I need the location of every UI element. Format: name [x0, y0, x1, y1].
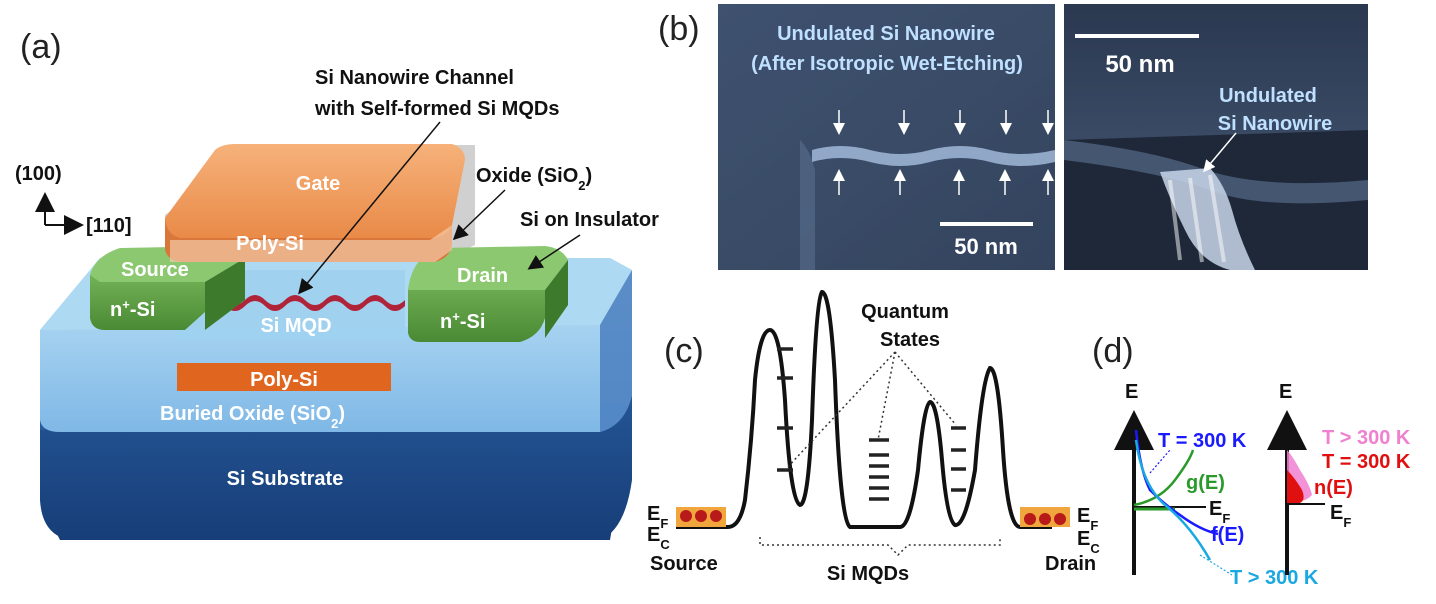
back-poly-label: Poly-Si — [250, 369, 318, 391]
panel-d-label: (d) — [1092, 332, 1134, 370]
electron — [1024, 513, 1036, 525]
callout-soi: Si on Insulator — [520, 209, 659, 231]
mqd-brace — [759, 537, 1001, 557]
ef-right-label: EF — [1077, 505, 1098, 533]
sem-caption-line2: (After Isotropic Wet-Etching) — [751, 53, 1023, 75]
source-label-c: Source — [650, 553, 718, 575]
source-block — [90, 246, 245, 330]
n-of-e-300k — [1287, 470, 1304, 503]
callout-channel-arrow — [298, 121, 441, 295]
d-left-e-label: E — [1125, 381, 1138, 403]
panel-a: (a) Poly-Si Buried Oxide (SiO2) Si Subst… — [15, 28, 659, 540]
drain-label: Drain — [457, 265, 508, 287]
d-left-ef-label: EF — [1209, 498, 1230, 526]
tgt300-bottom-label: T > 300 K — [1230, 567, 1319, 589]
panel-b-label: (b) — [658, 10, 700, 48]
panel-d: (d) E T = 300 K g(E) EF f(E) T > 300 K E… — [1092, 332, 1411, 589]
electron — [1054, 513, 1066, 525]
callout-channel-line1: Si Nanowire Channel — [315, 67, 514, 89]
back-poly-si — [177, 363, 391, 391]
g-of-e-curve — [1133, 449, 1195, 507]
callout-soi-arrow — [527, 234, 581, 270]
panel-c-label: (c) — [664, 332, 704, 370]
ef-left-label: EF — [647, 503, 668, 531]
callout-oxide-arrow — [452, 189, 506, 241]
d-right-ef-label: EF — [1330, 502, 1351, 530]
t300-left-label: T = 300 K — [1158, 430, 1247, 452]
tgt300-right-label: T > 300 K — [1322, 427, 1411, 449]
panel-a-label: (a) — [20, 28, 62, 66]
quantum-state-levels — [777, 347, 966, 501]
sem-image-tilted — [1064, 4, 1368, 270]
scalebar-left-label: 50 nm — [954, 234, 1018, 259]
callout-channel-line2: with Self-formed Si MQDs — [314, 98, 559, 120]
f-of-e-high-t — [1134, 439, 1212, 561]
quantum-label-line1: Quantum — [861, 301, 949, 323]
drain-label-c: Drain — [1045, 553, 1096, 575]
crystal-axes — [35, 192, 84, 235]
ec-right-label: EC — [1077, 528, 1100, 556]
sem-image-top-view — [718, 4, 1055, 270]
sem-caption-line1: Undulated Si Nanowire — [777, 23, 995, 45]
callout-oxide: Oxide (SiO2) — [476, 165, 592, 193]
f-of-e-label: f(E) — [1211, 524, 1244, 546]
gate-block — [165, 144, 465, 262]
panel-b: (b) Undulated Si Nanowire (After Iso — [658, 4, 1368, 270]
gate-poly-label: Poly-Si — [236, 233, 304, 255]
source-n-si-label: n+-Si — [110, 297, 155, 322]
panel-c: (c) — [647, 289, 1100, 585]
electron — [680, 510, 692, 522]
drain-n-si-label: n+-Si — [440, 309, 485, 334]
axis-110-label: [110] — [86, 215, 132, 237]
sem-right-caption-line1: Undulated — [1219, 85, 1317, 107]
electron — [710, 510, 722, 522]
electron — [695, 510, 707, 522]
t300-right-label: T = 300 K — [1322, 451, 1411, 473]
quantum-label-line2: States — [880, 329, 940, 351]
si-mqd-wire — [205, 295, 405, 311]
d-right-e-label: E — [1279, 381, 1292, 403]
g-of-e-label: g(E) — [1186, 472, 1225, 494]
potential-profile — [676, 289, 1052, 529]
electron — [1039, 513, 1051, 525]
n-of-e-label: n(E) — [1314, 477, 1353, 499]
ec-left-label: EC — [647, 524, 670, 552]
axis-100-label: (100) — [15, 163, 62, 185]
si-mqds-label: Si MQDs — [827, 563, 909, 585]
si-mqd-label: Si MQD — [260, 315, 331, 337]
sem-right-caption-line2: Si Nanowire — [1218, 113, 1332, 135]
quantum-state-pointers — [784, 351, 957, 471]
gate-label: Gate — [296, 173, 340, 195]
substrate-label: Si Substrate — [227, 468, 344, 490]
buried-oxide-label: Buried Oxide (SiO2) — [160, 403, 345, 431]
source-label: Source — [121, 259, 189, 281]
d-left-tgt300-pointer — [1199, 554, 1233, 576]
scalebar-right-label: 50 nm — [1105, 51, 1174, 78]
d-left-t300-pointer — [1149, 449, 1171, 474]
